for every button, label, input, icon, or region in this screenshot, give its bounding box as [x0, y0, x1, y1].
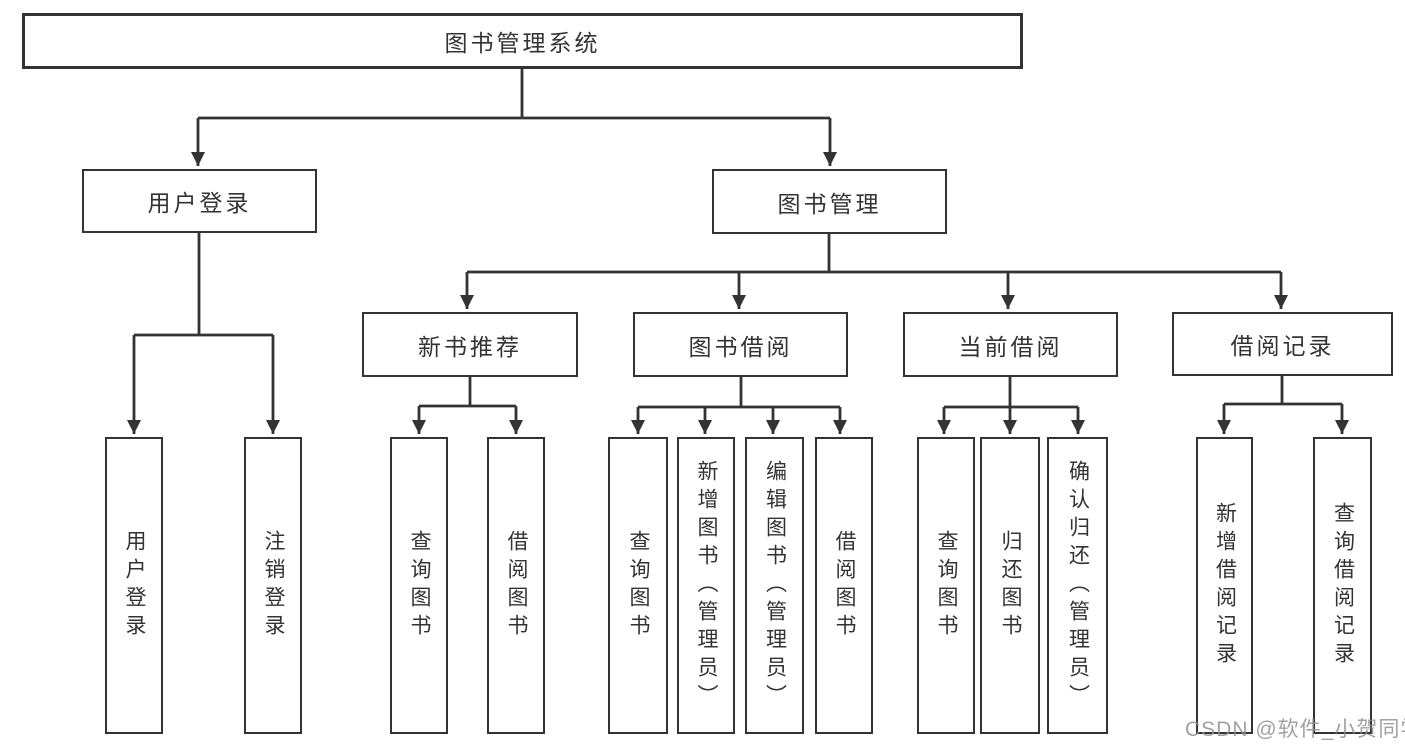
node-leaf-query-books-current: 查询图书 — [917, 437, 975, 734]
node-leaf-query-books-newbooks: 查询图书 — [390, 437, 448, 734]
node-root-system: 图书管理系统 — [22, 13, 1023, 69]
connector-book-mgmt-to-level3 — [460, 234, 1288, 309]
node-user-login: 用户登录 — [82, 169, 317, 233]
node-new-books: 新书推荐 — [362, 312, 578, 377]
node-leaf-borrow-books: 借阅图书 — [815, 437, 873, 734]
connector-current-borrow-children — [937, 377, 1085, 434]
node-leaf-return-books: 归还图书 — [980, 437, 1040, 734]
node-leaf-user-login: 用户登录 — [105, 437, 163, 734]
node-leaf-query-books-borrow: 查询图书 — [608, 437, 668, 734]
connector-new-books-children — [412, 377, 523, 434]
connector-root-to-level2 — [191, 69, 837, 166]
node-leaf-borrow-books-newbooks: 借阅图书 — [487, 437, 545, 734]
connector-borrow-records-children — [1217, 376, 1349, 434]
watermark: CSDN @软件_小贺同学 — [1185, 718, 1405, 741]
node-borrow-records: 借阅记录 — [1172, 312, 1393, 376]
node-book-borrow: 图书借阅 — [633, 312, 848, 377]
node-leaf-add-books-admin: 新增图书（管理员） — [677, 437, 735, 734]
node-leaf-logout: 注销登录 — [244, 437, 302, 734]
node-leaf-edit-books-admin: 编辑图书（管理员） — [745, 437, 804, 734]
node-leaf-query-borrow-record: 查询借阅记录 — [1313, 437, 1372, 734]
node-current-borrow: 当前借阅 — [903, 312, 1118, 377]
node-leaf-add-borrow-record: 新增借阅记录 — [1196, 437, 1253, 734]
node-leaf-confirm-return-admin: 确认归还（管理员） — [1047, 437, 1108, 734]
connector-user-login-children — [127, 233, 280, 434]
connector-book-borrow-children — [631, 377, 847, 434]
node-book-mgmt: 图书管理 — [712, 169, 947, 234]
